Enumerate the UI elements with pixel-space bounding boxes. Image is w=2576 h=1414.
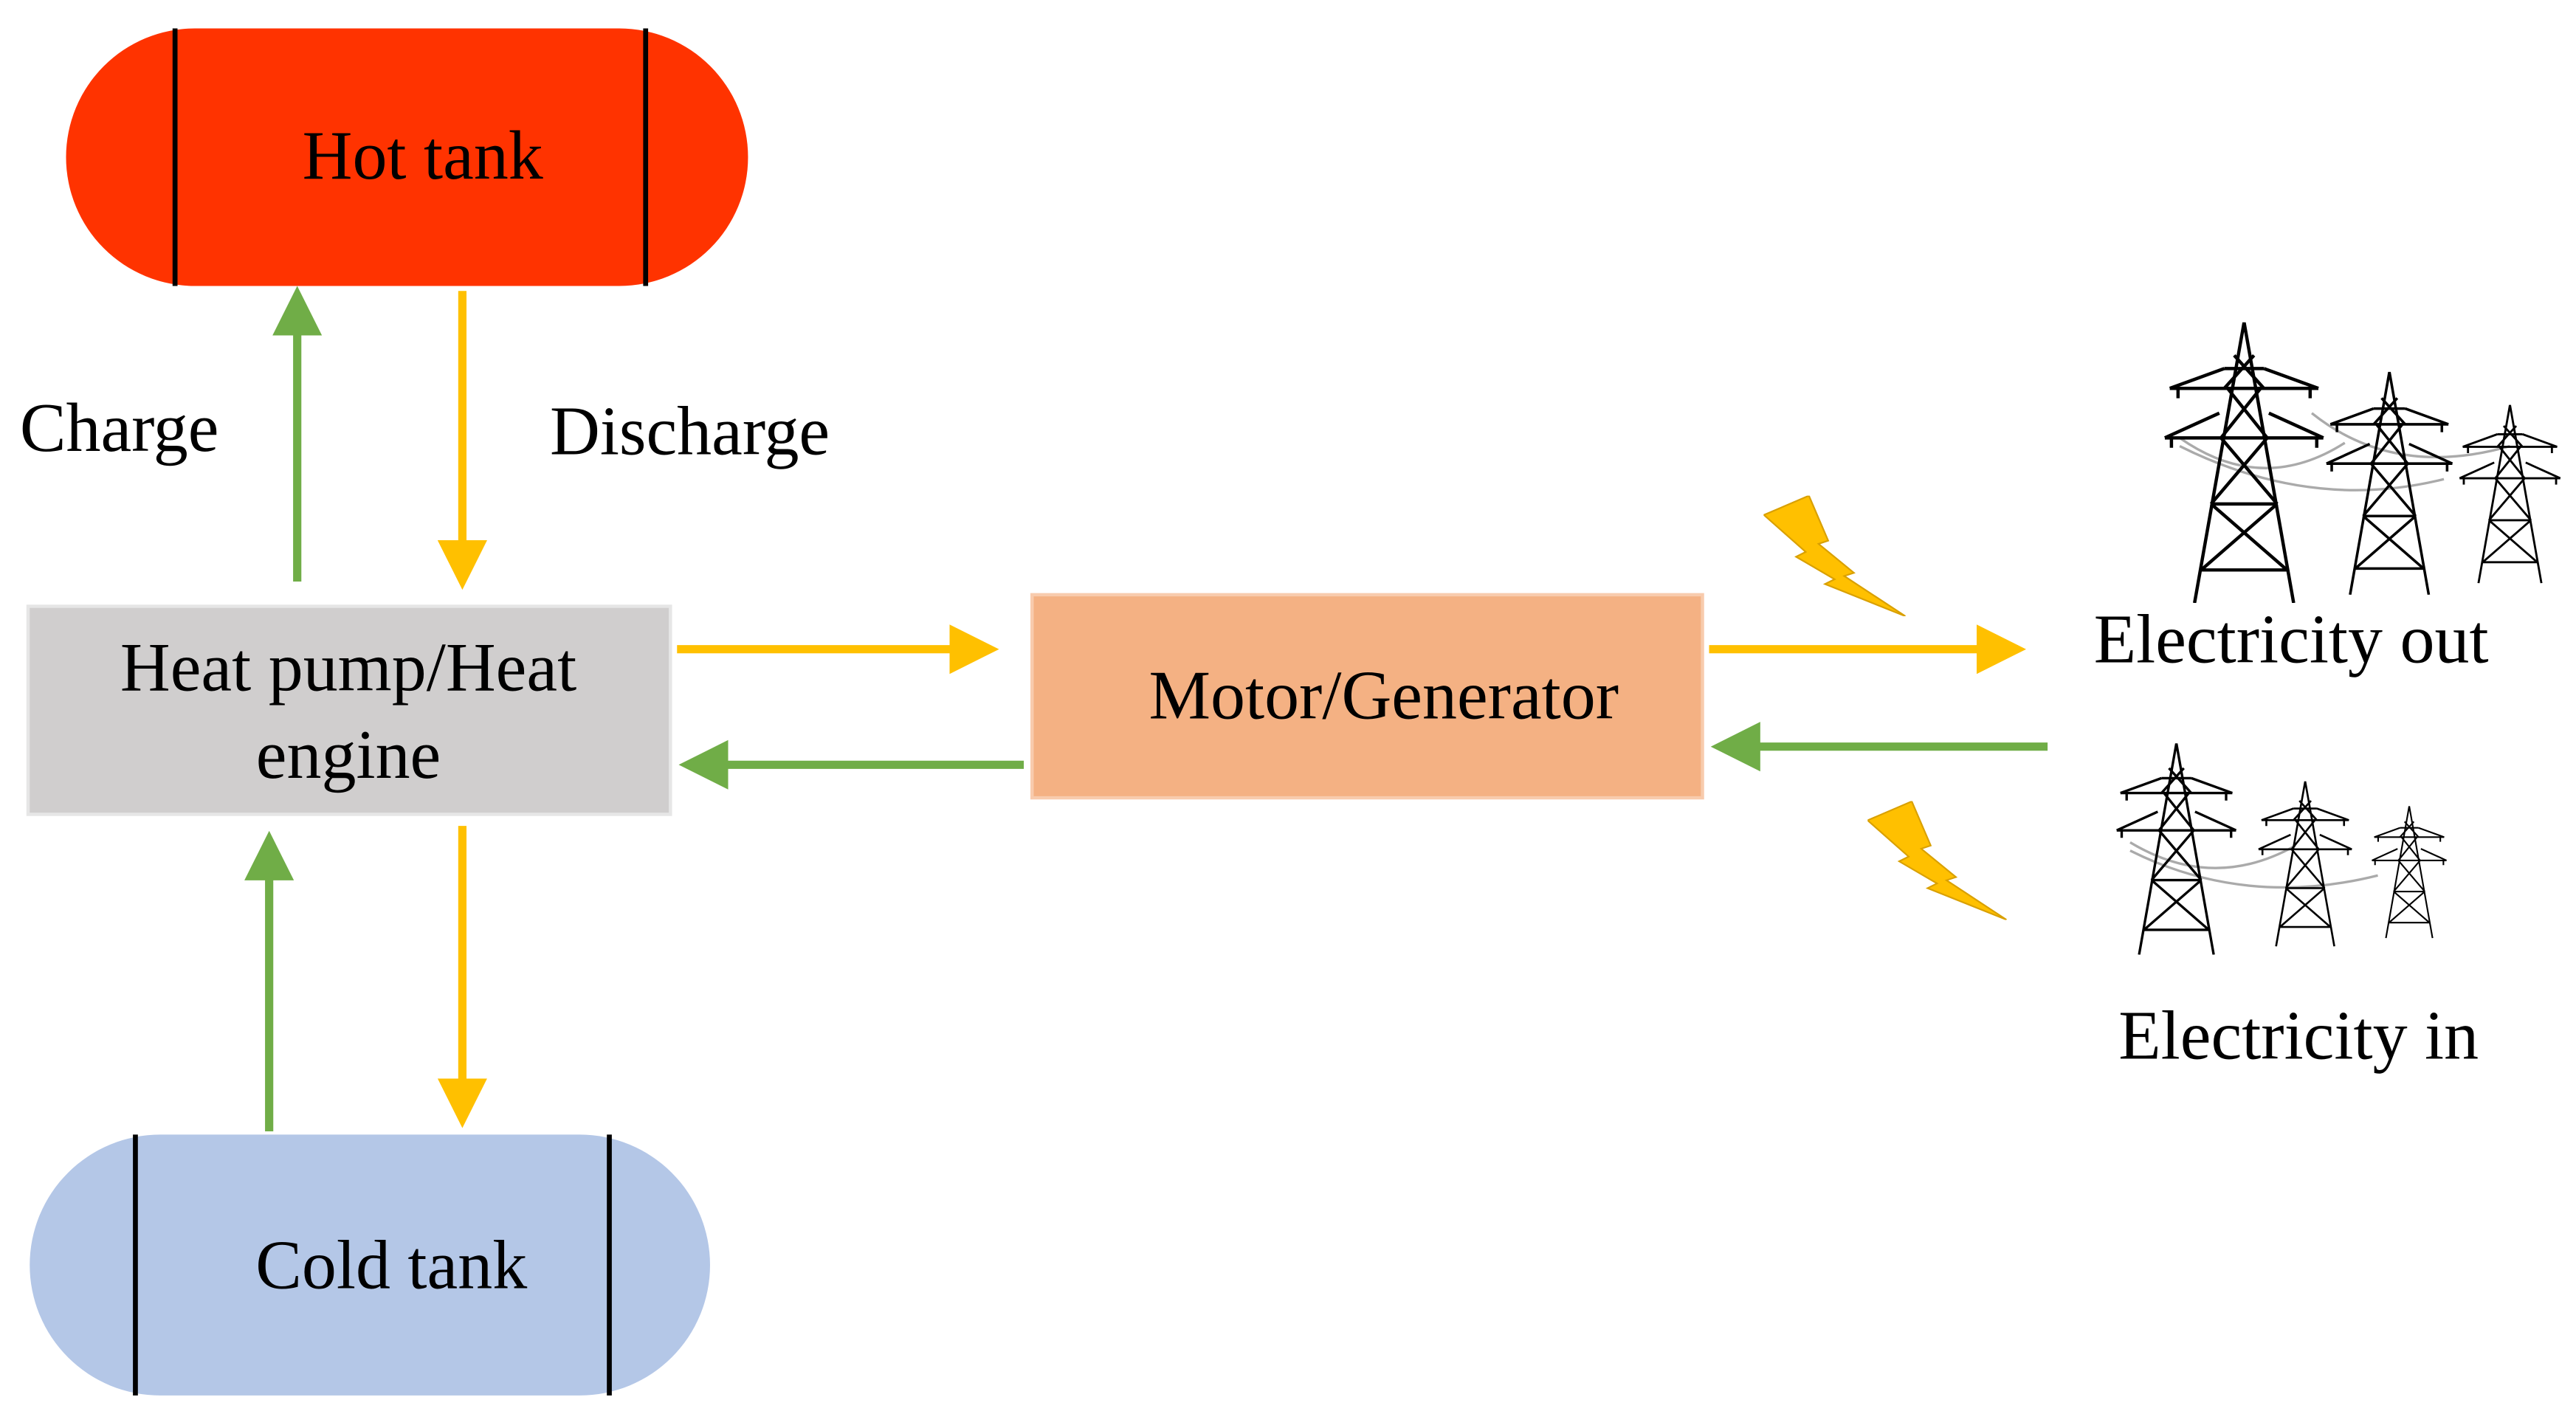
lightning-bolt-icon	[1763, 495, 1907, 616]
motor-generator-label: Motor/Generator	[1148, 658, 1619, 734]
cold-tank-label: Cold tank	[255, 1227, 527, 1303]
hot-tank-label: Hot tank	[303, 117, 543, 194]
heat-pump-label-line1: Heat pump/Heat	[120, 630, 576, 706]
heat-pump-heat-engine-box: Heat pump/Heat engine	[26, 604, 672, 816]
transmission-towers-out	[2165, 323, 2562, 603]
transmission-tower-icon	[2257, 781, 2354, 947]
cold-tank: Cold tank	[30, 1134, 710, 1396]
electricity-in-label: Electricity in	[2118, 998, 2479, 1075]
transmission-tower-icon	[2117, 743, 2236, 954]
transmission-towers-in	[2117, 743, 2448, 954]
heat-pump-label-line2: engine	[256, 717, 441, 793]
lightning-bolt-icon	[1867, 801, 2008, 920]
motor-generator-box: Motor/Generator	[1030, 593, 1704, 800]
electricity-out-label: Electricity out	[2094, 601, 2489, 678]
charge-label: Charge	[20, 390, 219, 466]
transmission-tower-icon	[2458, 404, 2562, 584]
transmission-tower-icon	[2371, 806, 2448, 939]
hot-tank: Hot tank	[66, 28, 748, 286]
transmission-tower-icon	[2324, 371, 2454, 595]
discharge-label: Discharge	[550, 393, 830, 470]
